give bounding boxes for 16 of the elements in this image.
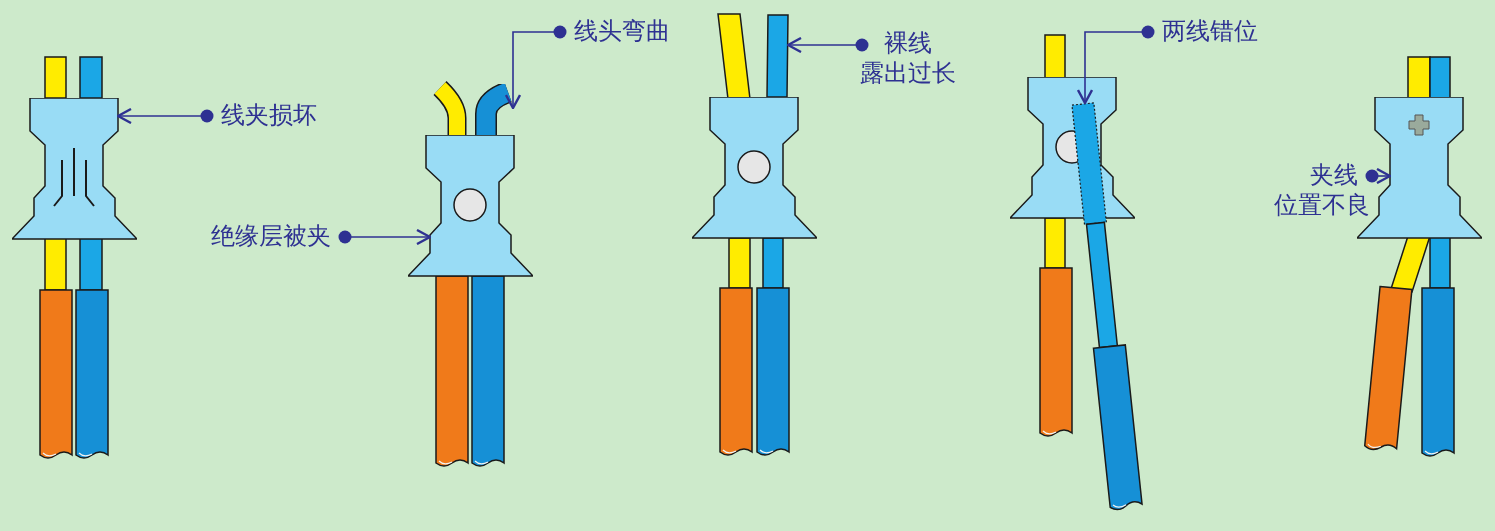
- bare-wire-drawing: [766, 14, 790, 97]
- callout-label: 裸线 露出过长: [840, 28, 975, 92]
- leader-line: [786, 36, 869, 54]
- leader-line: [116, 107, 214, 125]
- crimp-terminal-drawing: [408, 135, 533, 277]
- callout-label: 两线错位: [1148, 16, 1288, 48]
- crimp-terminal-drawing: [692, 97, 817, 239]
- callout-label: 线夹损坏: [207, 100, 337, 132]
- leader-line: [504, 25, 567, 110]
- callout-label: 线头弯曲: [560, 16, 690, 48]
- crimp-terminal-drawing: [12, 98, 137, 240]
- leader-line: [1076, 25, 1155, 105]
- leader-line: [1365, 167, 1392, 185]
- callout-label: 夹线 位置不良: [1274, 160, 1372, 224]
- leader-line: [338, 228, 432, 246]
- callout-label: 绝缘层被夹: [180, 221, 345, 253]
